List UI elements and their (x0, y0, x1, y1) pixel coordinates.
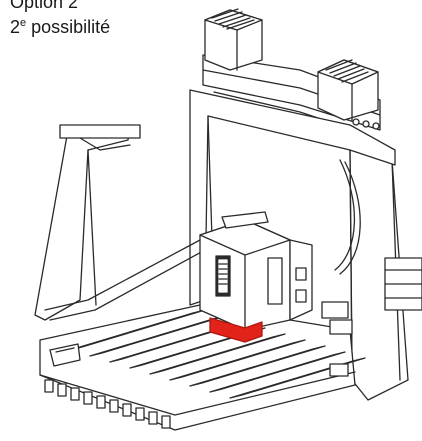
base-slat (149, 333, 286, 375)
base-tooth (109, 399, 119, 413)
base-tooth (44, 379, 54, 393)
crossbeam-screw (372, 122, 380, 130)
base-tooth (122, 403, 132, 417)
base-slat (189, 345, 326, 387)
head-side-button (295, 289, 307, 303)
base-tooth (57, 383, 67, 397)
base-tooth (96, 395, 106, 409)
diagram-caption: Option 2 2e possibilité (10, 0, 110, 38)
left-side-frame (34, 124, 206, 321)
base-tooth (83, 391, 93, 405)
left-motor-block (204, 8, 263, 71)
base-tooth (148, 411, 158, 425)
head-side-button (295, 267, 307, 281)
base-slats (69, 309, 366, 399)
base-tooth (161, 415, 171, 429)
head-connector-right (267, 257, 283, 305)
nozzle-highlight (209, 317, 263, 343)
base-slat (209, 351, 346, 393)
caption-possibility: 2e possibilité (10, 17, 111, 37)
crossbeam-screw (362, 120, 370, 128)
crossbeam-screw (352, 118, 360, 126)
left-front-clip (49, 343, 81, 367)
print-head (199, 211, 313, 331)
right-side-brackets (321, 301, 353, 377)
caption-option: Option 2 (10, 0, 79, 12)
right-side-panel (349, 149, 422, 401)
right-motor-block (317, 59, 379, 121)
base-teeth (44, 379, 171, 429)
base-tooth (135, 407, 145, 421)
base-tooth (70, 387, 80, 401)
base-slat (169, 339, 306, 381)
